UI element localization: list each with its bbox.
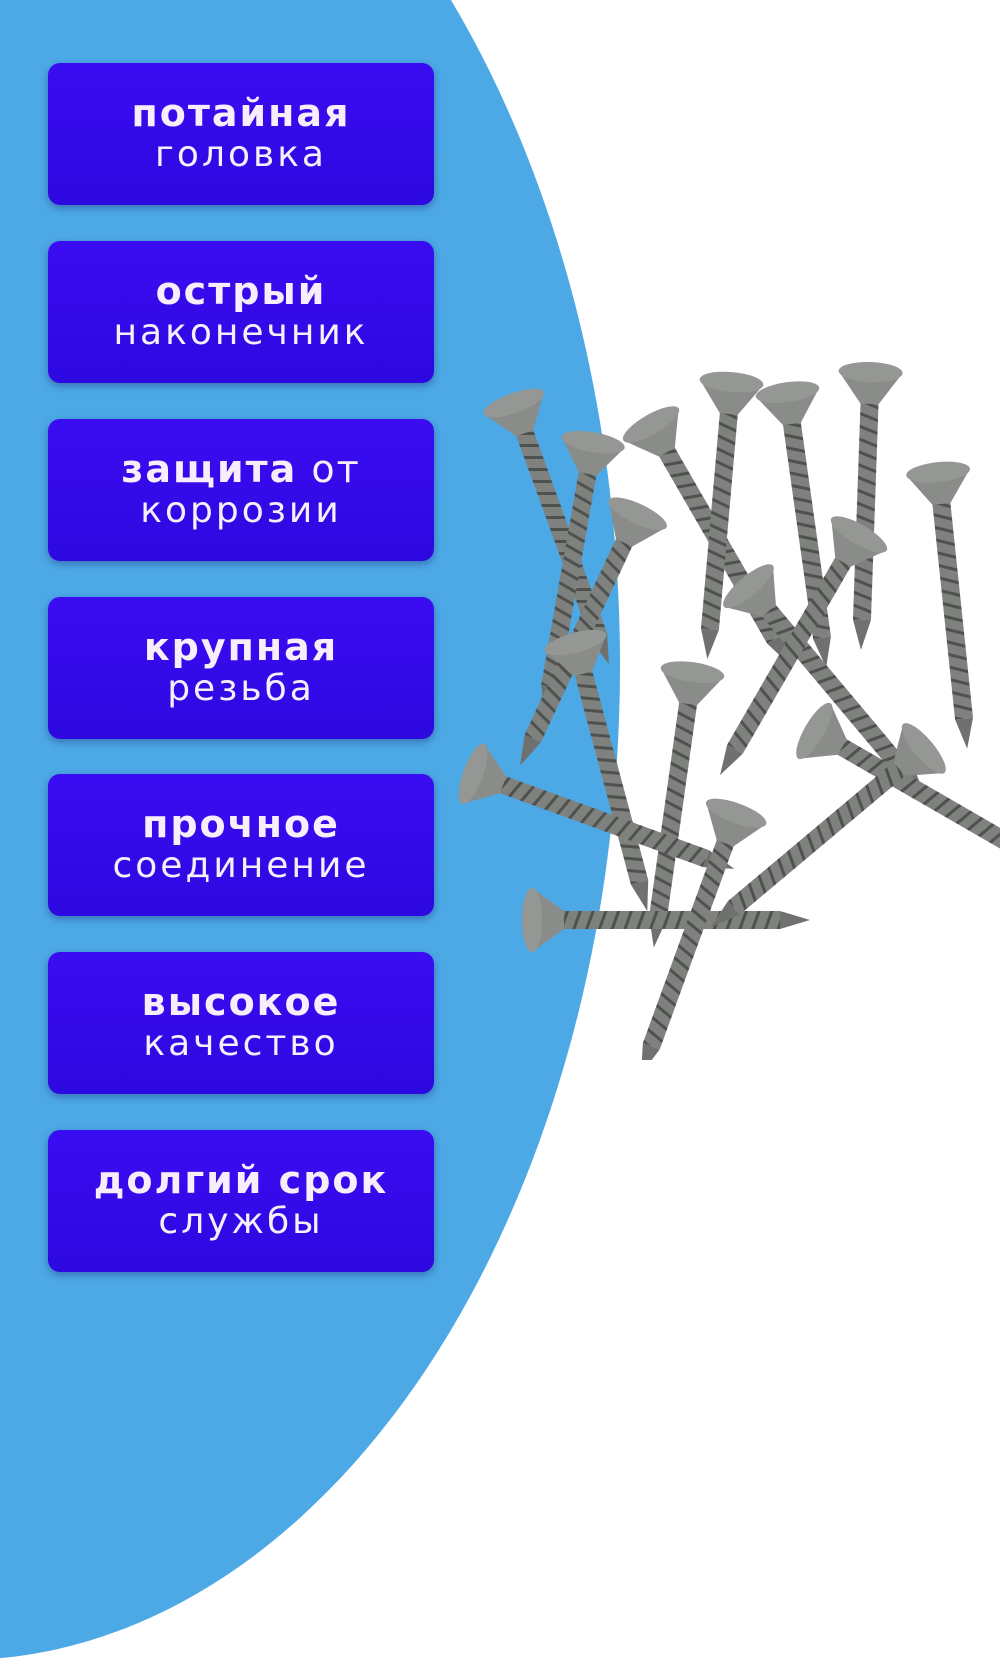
feature-panel-strong-joint: прочное соединение: [48, 774, 434, 916]
feature-bold-text: острый: [155, 269, 327, 313]
feature-panel-coarse-thread: крупная резьба: [48, 597, 434, 739]
feature-regular-text: качество: [143, 1023, 339, 1064]
feature-panel-sharp-tip: острый наконечник: [48, 241, 434, 383]
feature-regular-text: наконечник: [113, 312, 369, 353]
feature-panel-corrosion-protection: защита от коррозии: [48, 419, 434, 561]
feature-bold-text: защита: [121, 447, 298, 491]
screws-pile-image: [452, 360, 1000, 1060]
feature-regular-text: соединение: [112, 845, 370, 886]
feature-bold-text: прочное: [142, 802, 340, 846]
feature-bold-text: крупная: [143, 625, 339, 669]
feature-regular-text: службы: [158, 1201, 324, 1242]
feature-panel-countersunk-head: потайная головка: [48, 63, 434, 205]
feature-bold-text: потайная: [131, 91, 351, 135]
feature-regular-text: резьба: [167, 668, 315, 709]
feature-panel-long-service-life: долгий срок службы: [48, 1130, 434, 1272]
screw-icon: [452, 360, 1000, 1060]
feature-panel-high-quality: высокое качество: [48, 952, 434, 1094]
feature-regular-text: коррозии: [140, 490, 342, 531]
feature-bold-suffix: от: [297, 447, 361, 491]
feature-bold-text: долгий срок: [93, 1158, 389, 1202]
feature-bold-text: высокое: [141, 980, 341, 1024]
feature-regular-text: головка: [155, 134, 327, 175]
